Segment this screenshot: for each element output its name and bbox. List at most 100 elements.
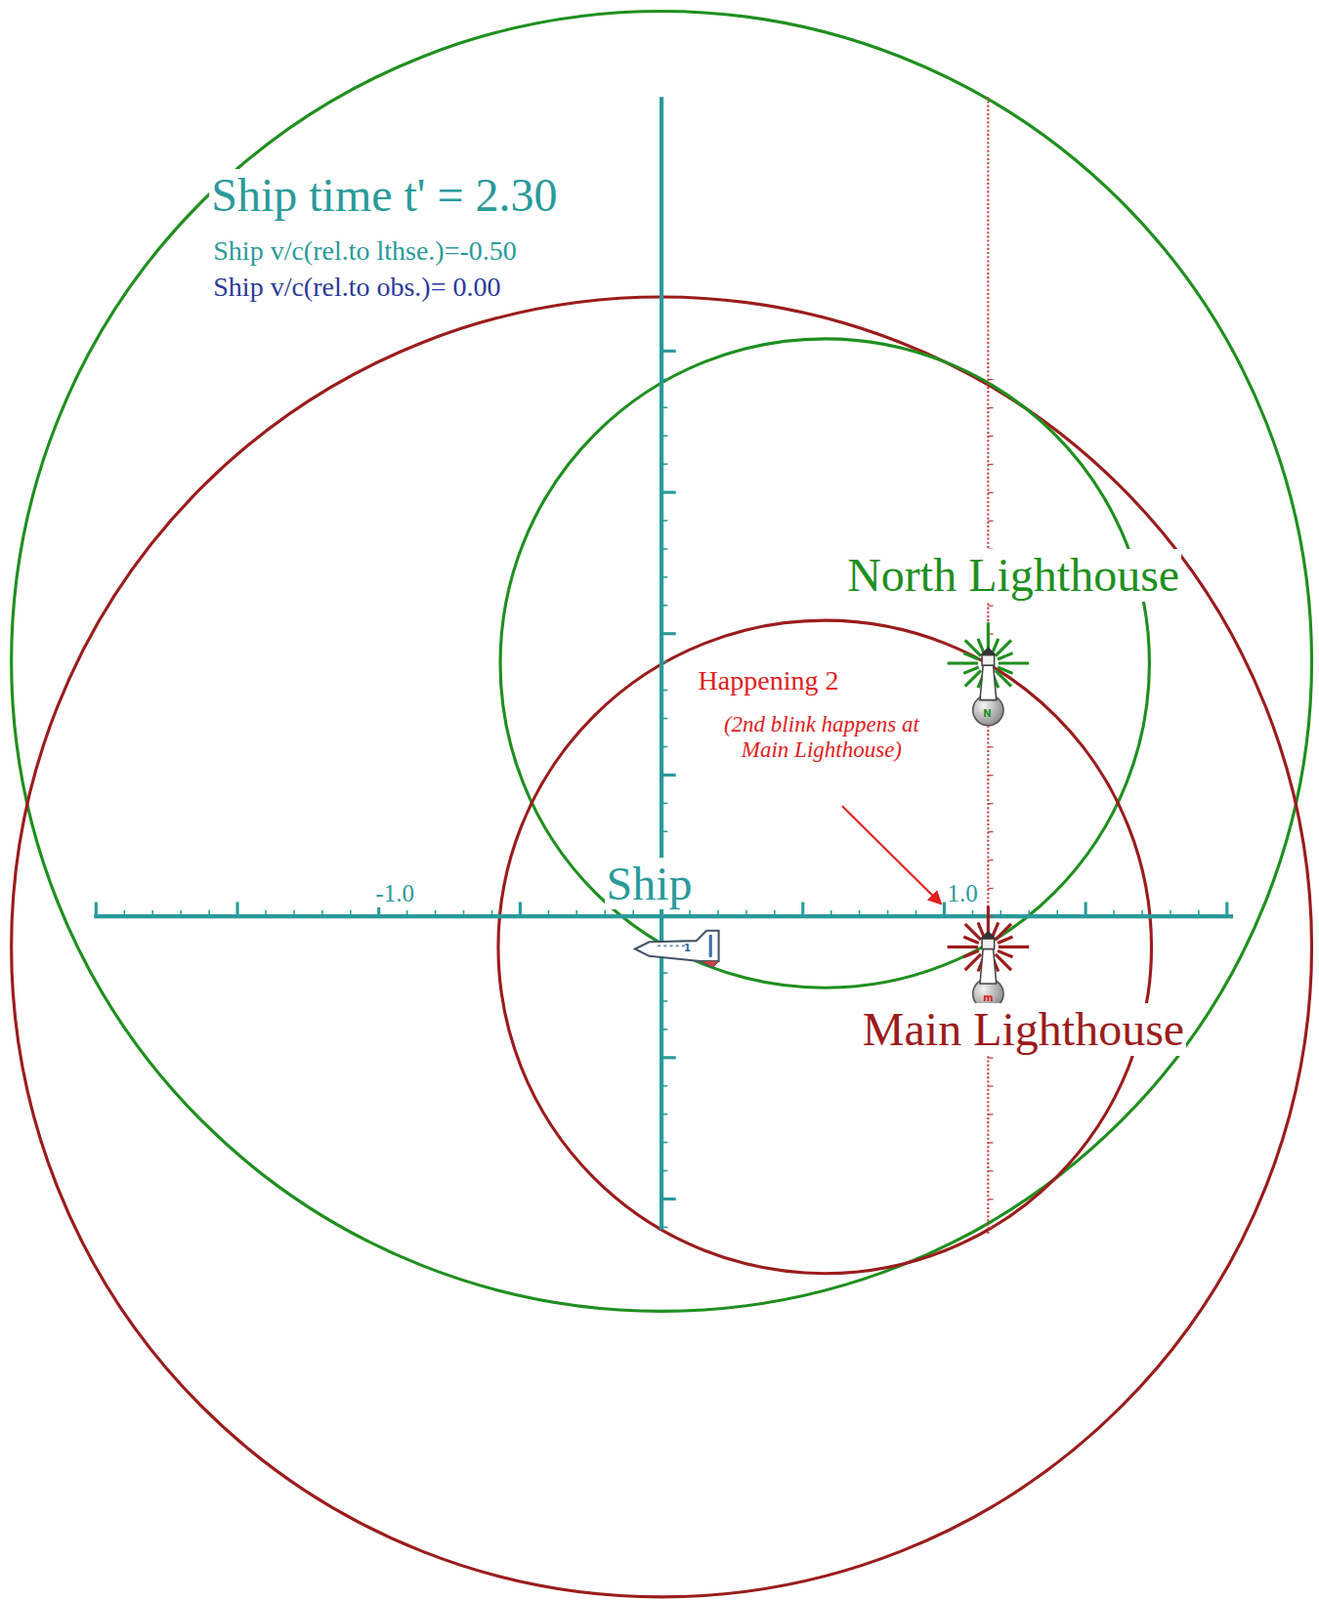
light-circle bbox=[11, 10, 1313, 1312]
worldline-tick bbox=[987, 1198, 993, 1200]
axis-tick bbox=[321, 910, 324, 917]
worldline-tick bbox=[987, 859, 993, 861]
axis-tick bbox=[661, 1227, 668, 1230]
ship-window bbox=[657, 945, 688, 948]
axis-tick bbox=[1000, 910, 1003, 917]
lighthouse-name: North Lighthouse bbox=[845, 549, 1182, 602]
axis-tick bbox=[349, 910, 352, 917]
axis-tick bbox=[548, 910, 551, 917]
worldline-tick bbox=[987, 831, 993, 833]
blink-ray bbox=[991, 922, 998, 937]
axis-tick bbox=[518, 901, 522, 917]
axis-tick bbox=[661, 519, 668, 522]
x-axis bbox=[93, 914, 1234, 919]
blink-ray bbox=[978, 638, 984, 654]
blink-ray bbox=[997, 936, 1013, 943]
blink-ray bbox=[963, 936, 979, 943]
axis-tick bbox=[1225, 901, 1229, 917]
axis-tick bbox=[661, 548, 668, 551]
axis-tick bbox=[1141, 910, 1144, 917]
axis-tick bbox=[661, 1000, 668, 1003]
axis-tick bbox=[717, 910, 720, 917]
lighthouse-mark: m bbox=[982, 992, 993, 1004]
event-note-holder: (2nd blink happens at Main Lighthouse) bbox=[714, 712, 929, 764]
axis-tick bbox=[151, 910, 154, 917]
lighthouse-mark-holder: N bbox=[982, 703, 991, 722]
axis-tick bbox=[661, 490, 677, 494]
lighthouse-roof bbox=[979, 931, 997, 939]
leader-line bbox=[842, 806, 941, 904]
ship-name-holder: Ship bbox=[604, 857, 695, 911]
light-circle bbox=[498, 620, 1152, 1275]
lighthouse-name: Main Lighthouse bbox=[860, 1003, 1187, 1057]
worldline-tick bbox=[987, 1170, 993, 1172]
axis-tick bbox=[661, 463, 668, 466]
lighthouse-icon bbox=[947, 622, 1030, 726]
axis-tick bbox=[293, 910, 296, 917]
event-label: Happening 2 bbox=[696, 665, 842, 696]
lighthouse-icon bbox=[947, 906, 1030, 1011]
blink-ray bbox=[963, 653, 979, 660]
lighthouse-tower bbox=[979, 949, 997, 985]
axis-tick bbox=[1056, 910, 1059, 917]
axis-tick bbox=[661, 803, 668, 806]
axis-tick bbox=[661, 661, 668, 664]
axis-tick bbox=[94, 901, 98, 917]
worldline-tick bbox=[987, 1113, 993, 1115]
axis-tick bbox=[661, 1197, 677, 1201]
ship-number-holder: 1 bbox=[683, 937, 691, 956]
blink-ray bbox=[991, 638, 998, 654]
axis-ticks bbox=[95, 350, 1227, 1228]
ship-exhaust bbox=[700, 961, 720, 968]
lighthouse-mark-holder: m bbox=[982, 987, 993, 1006]
axis-tick bbox=[801, 901, 805, 917]
blink-ray bbox=[998, 661, 1029, 665]
velocity-readout-holder: Ship v/c(rel.to lthse.)=-0.50 bbox=[211, 235, 519, 266]
axis-tick bbox=[661, 604, 668, 607]
axis-number: 1.0 bbox=[945, 880, 980, 908]
blink-ray bbox=[997, 950, 1013, 957]
axis-tick bbox=[1197, 910, 1200, 917]
blink-ray bbox=[978, 922, 984, 937]
time-readout-holder: Ship time t' = 2.30 bbox=[209, 169, 559, 222]
blink-ray bbox=[947, 661, 979, 665]
worldline-tick bbox=[987, 464, 993, 466]
blink-ray bbox=[963, 667, 979, 674]
blink-ray bbox=[997, 653, 1013, 660]
velocity-readout: Ship v/c(rel.to obs.)= 0.00 bbox=[211, 271, 503, 302]
time-readout: Ship time t' = 2.30 bbox=[209, 169, 559, 222]
axis-tick bbox=[858, 910, 861, 917]
event-note: (2nd blink happens at Main Lighthouse) bbox=[714, 712, 929, 764]
axis-tick bbox=[603, 910, 606, 917]
lighthouse-roof bbox=[979, 646, 997, 655]
axis-tick bbox=[661, 915, 677, 919]
axis-tick bbox=[434, 910, 437, 917]
axis-tick bbox=[661, 1085, 668, 1088]
worldline-tick bbox=[987, 888, 993, 890]
axis-tick bbox=[491, 910, 494, 917]
axis-tick bbox=[661, 746, 668, 749]
worldline-tick bbox=[987, 407, 993, 409]
axis-tick bbox=[661, 689, 668, 692]
worldline-ticks bbox=[987, 380, 993, 1229]
axis-tick bbox=[830, 910, 833, 917]
worldline-tick bbox=[987, 1142, 993, 1144]
worldline-tick bbox=[987, 1085, 993, 1087]
axis-tick bbox=[661, 972, 668, 975]
worldline-tick bbox=[987, 1227, 993, 1229]
lighthouse-mark: N bbox=[982, 708, 991, 720]
axis-tick bbox=[463, 910, 466, 917]
axis-tick bbox=[661, 1113, 668, 1116]
axis-tick bbox=[1027, 910, 1030, 917]
axis-tick bbox=[406, 910, 409, 917]
axis-tick bbox=[179, 910, 182, 917]
axis-tick bbox=[661, 434, 668, 437]
ship-name: Ship bbox=[604, 857, 695, 911]
lighthouse-name-holder: Main Lighthouse bbox=[860, 1003, 1187, 1057]
axis-tick bbox=[575, 910, 578, 917]
axis-tick bbox=[1169, 910, 1172, 917]
ship-body bbox=[635, 931, 720, 962]
worldline-tick bbox=[987, 379, 993, 381]
